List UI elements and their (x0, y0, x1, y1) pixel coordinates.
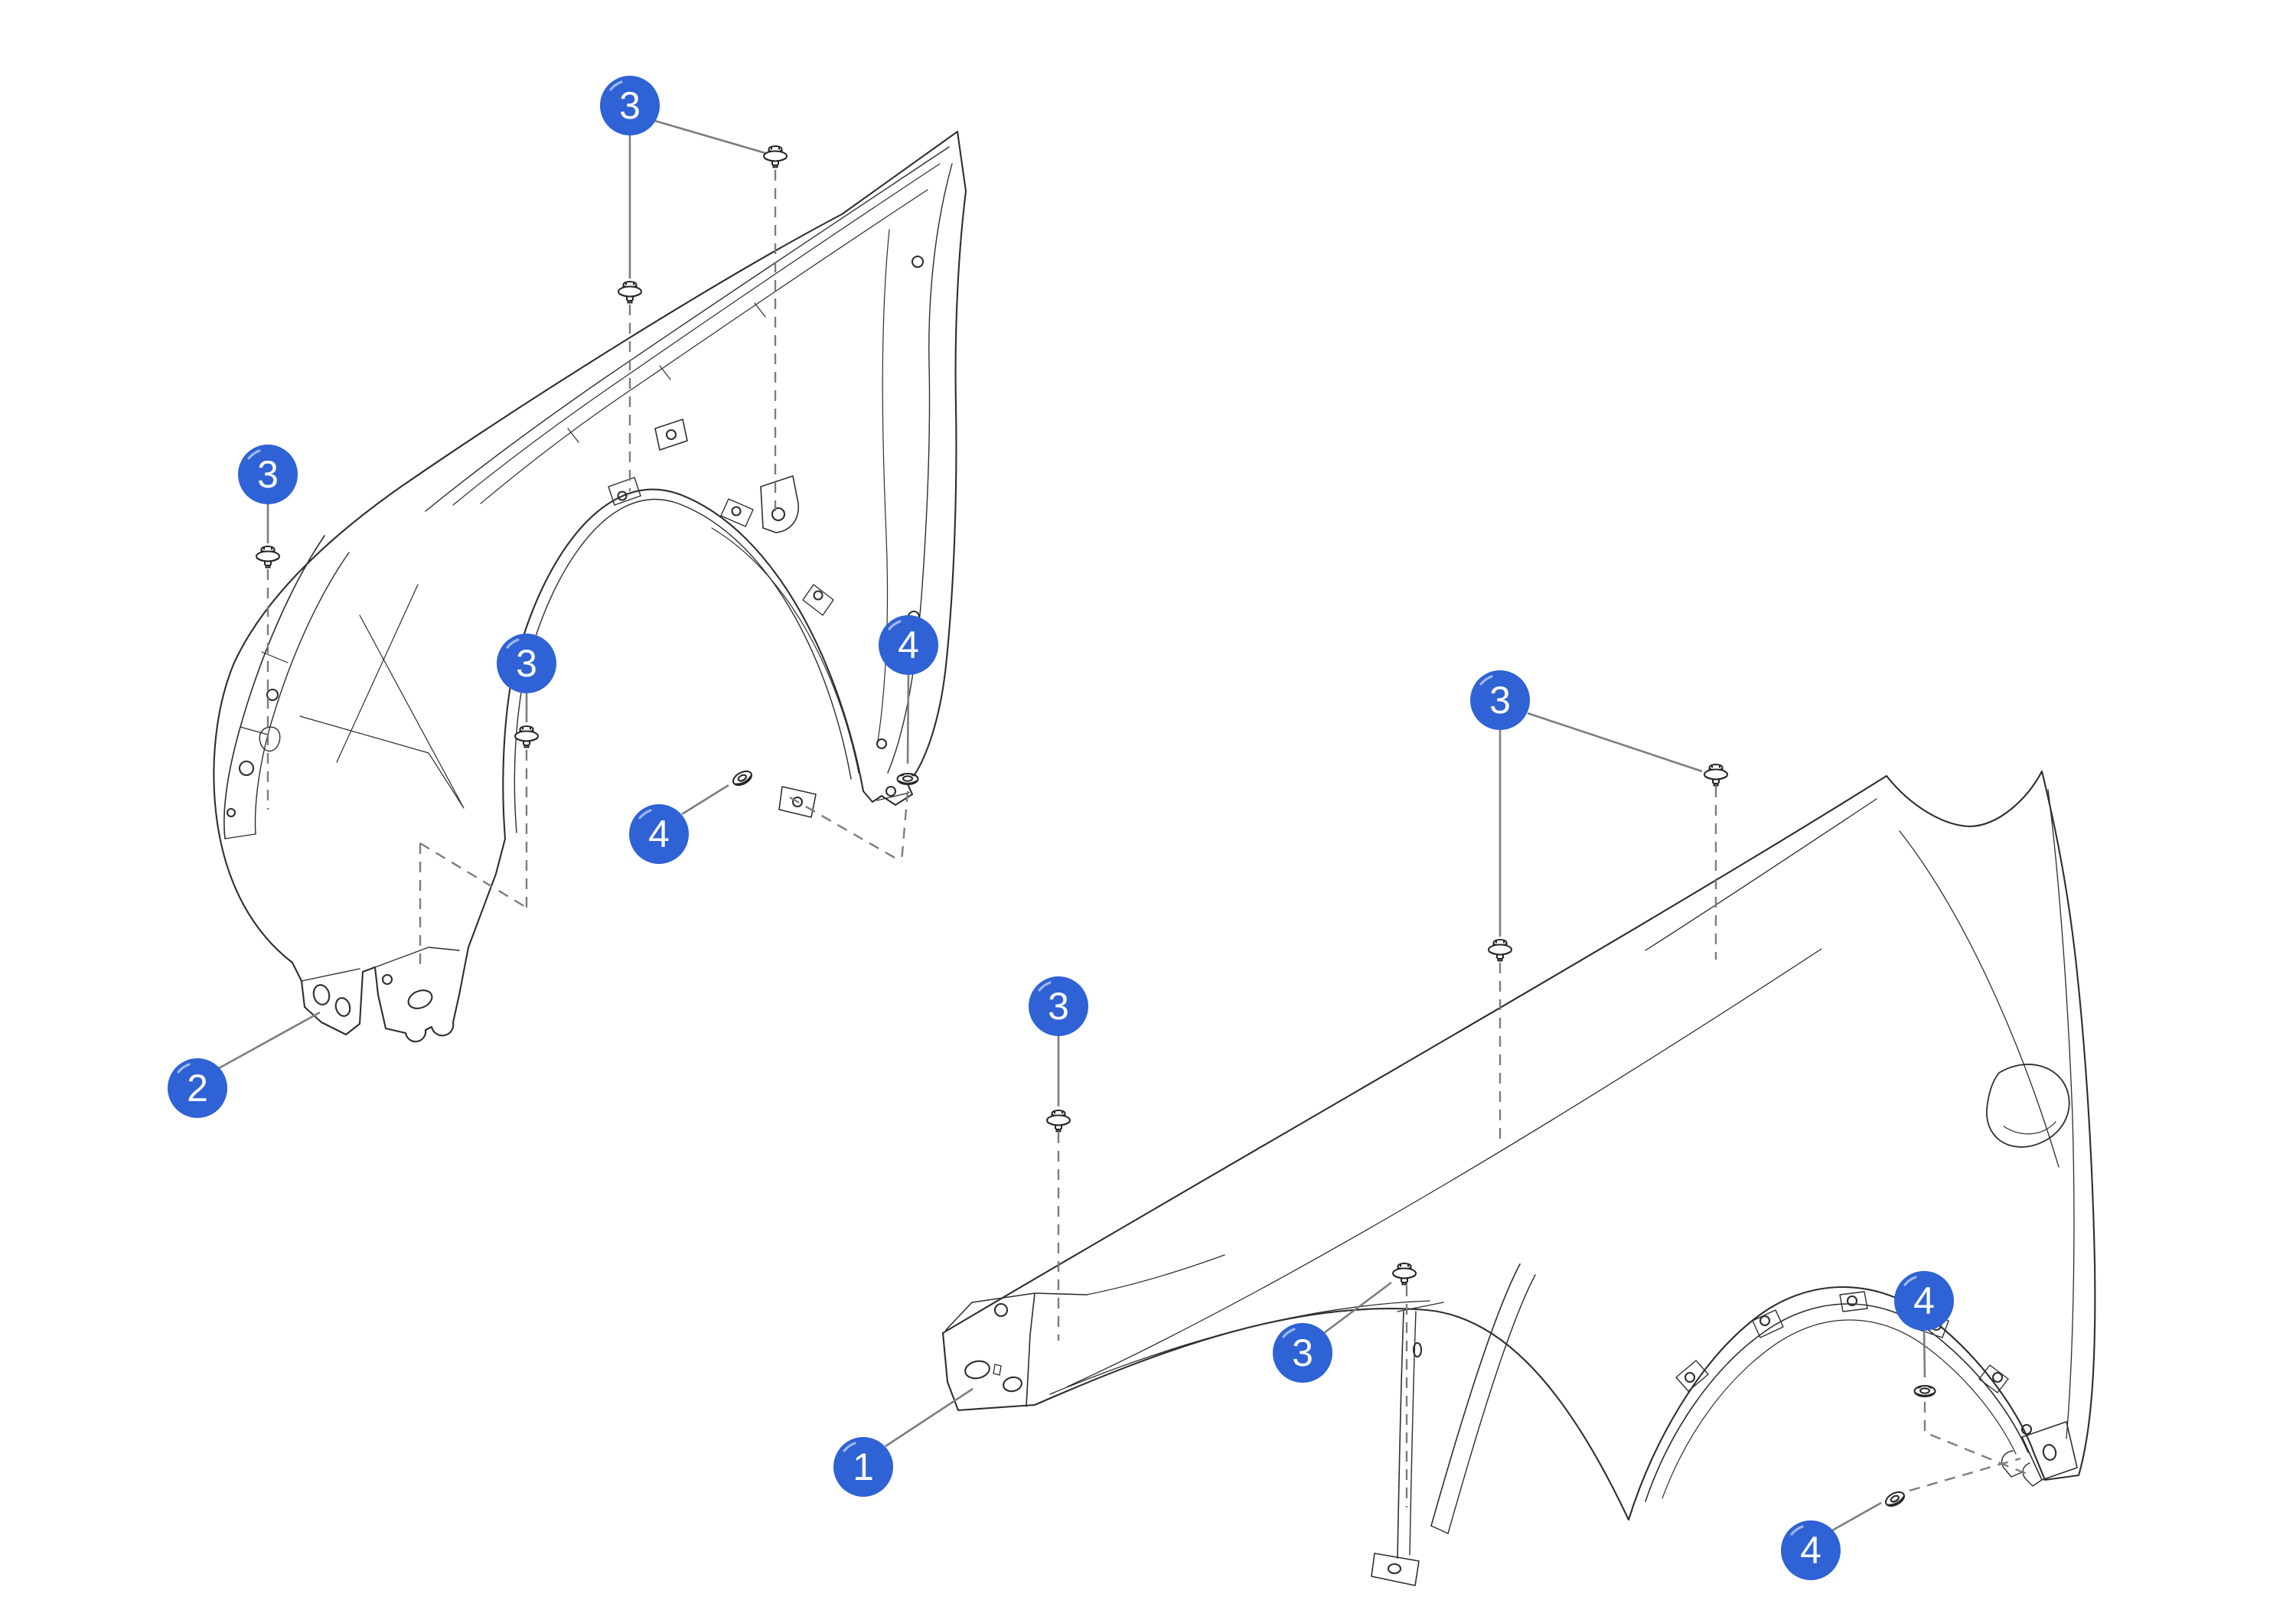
hidden-edge-dashed-lines (266, 170, 2027, 1507)
callout-number: 3 (619, 84, 641, 127)
fender-panel-art (941, 770, 2096, 1586)
fender-assembly-art (213, 130, 967, 1043)
dashed-line (419, 842, 527, 909)
leader-lines (218, 119, 1926, 1532)
leader-line (1527, 712, 1703, 773)
callout-highlight (888, 620, 902, 631)
callout-highlight (1903, 1276, 1917, 1286)
screw-icon (514, 725, 539, 748)
callout-number: 4 (1800, 1529, 1821, 1572)
leader-line (885, 1387, 974, 1448)
part-callouts: 3 3 3 4 4 2 3 3 3 1 4 4 (168, 76, 1954, 1580)
screw-icon (763, 145, 788, 168)
leader-line (654, 119, 766, 155)
callout-number: 2 (187, 1067, 208, 1110)
dashed-line (1909, 1457, 2021, 1492)
callout-highlight (506, 638, 520, 649)
leader-line (681, 784, 729, 816)
callout-number: 3 (1292, 1331, 1313, 1374)
nut-icon (896, 773, 919, 785)
screw-icon (618, 281, 642, 304)
callout-highlight (177, 1063, 191, 1074)
callout-3-mid[interactable]: 3 (497, 634, 556, 693)
callout-highlight (1038, 981, 1052, 992)
callout-highlight (1282, 1328, 1296, 1338)
callout-3-left[interactable]: 3 (238, 445, 298, 504)
callout-circle (1470, 670, 1530, 730)
callout-number: 4 (1913, 1279, 1935, 1322)
callout-circle (1273, 1323, 1332, 1383)
callout-circle (629, 804, 689, 864)
nut-icon (1913, 1385, 1936, 1397)
callout-4-right-upper[interactable]: 4 (1894, 1271, 1954, 1331)
callout-number: 3 (1489, 679, 1511, 722)
callout-2[interactable]: 2 (168, 1058, 227, 1118)
leader-line (1831, 1501, 1882, 1532)
callout-circle (879, 615, 938, 675)
dashed-line (1923, 1402, 2027, 1475)
screw-icon (1704, 764, 1728, 787)
callout-3-right-top[interactable]: 3 (1470, 670, 1530, 730)
washer-icon (730, 768, 755, 789)
callout-number: 3 (516, 642, 537, 685)
screw-icon (1046, 1110, 1071, 1133)
callout-circle (497, 634, 556, 693)
callout-number: 4 (648, 813, 670, 855)
callout-number: 3 (257, 453, 279, 496)
callout-number: 1 (853, 1445, 874, 1488)
callout-highlight (609, 80, 623, 91)
dashed-line (900, 790, 909, 862)
callout-highlight (843, 1442, 856, 1452)
screw-icon (256, 546, 280, 569)
callout-highlight (247, 449, 261, 460)
callout-3-top[interactable]: 3 (600, 76, 660, 135)
callout-4-upper[interactable]: 4 (879, 615, 938, 675)
callout-circle (1781, 1520, 1841, 1580)
leader-line (1923, 1330, 1926, 1378)
leader-line (1323, 1281, 1392, 1335)
callout-circle (1029, 976, 1088, 1036)
washer-icon (1883, 1488, 1907, 1510)
screw-icon (1488, 939, 1512, 962)
callout-circle (238, 445, 298, 504)
callout-3-right-low[interactable]: 3 (1273, 1323, 1332, 1383)
leader-line (218, 1011, 321, 1070)
callout-number: 4 (898, 624, 919, 666)
callout-4-lower[interactable]: 4 (629, 804, 689, 864)
callout-highlight (1790, 1525, 1804, 1536)
callout-circle (1894, 1271, 1954, 1331)
callout-1[interactable]: 1 (833, 1437, 893, 1497)
callout-circle (600, 76, 660, 135)
callout-highlight (1479, 675, 1493, 686)
screw-icon (1392, 1263, 1417, 1286)
callout-3-right-mid[interactable]: 3 (1029, 976, 1088, 1036)
callout-highlight (638, 809, 652, 820)
dashed-line (789, 796, 902, 863)
callout-circle (833, 1437, 893, 1497)
callout-4-right-lower[interactable]: 4 (1781, 1520, 1841, 1580)
callout-number: 3 (1048, 985, 1069, 1028)
callout-circle (168, 1058, 227, 1118)
fastener-icons (256, 145, 1936, 1510)
